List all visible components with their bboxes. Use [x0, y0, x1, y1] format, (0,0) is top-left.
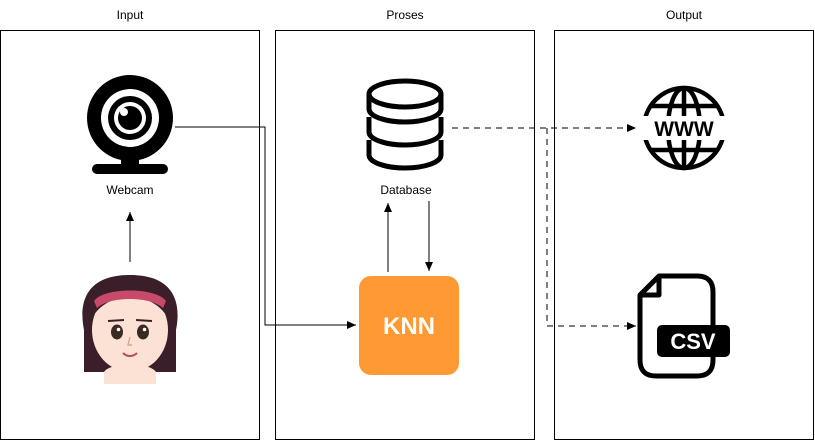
database-label: Database [380, 183, 432, 197]
globe-icon: WWW [636, 85, 732, 171]
knn-node: KNN [359, 276, 459, 375]
webcam-icon [87, 75, 173, 174]
webcam-label: Webcam [106, 183, 153, 197]
column-title-process: Proses [386, 8, 423, 22]
arrow-webcam-to-knn [175, 126, 356, 329]
output-column [554, 30, 814, 440]
arrow-database-to-csv [546, 128, 636, 330]
column-title-output: Output [666, 8, 703, 22]
www-label: WWW [654, 118, 714, 141]
csv-label: CSV [670, 329, 716, 354]
csv-file-icon: CSV [637, 273, 730, 379]
person-icon [82, 275, 178, 384]
database-icon [366, 78, 444, 171]
input-column [0, 30, 260, 440]
knn-label: KNN [383, 313, 435, 340]
process-column [275, 30, 535, 440]
column-title-input: Input [117, 8, 144, 22]
